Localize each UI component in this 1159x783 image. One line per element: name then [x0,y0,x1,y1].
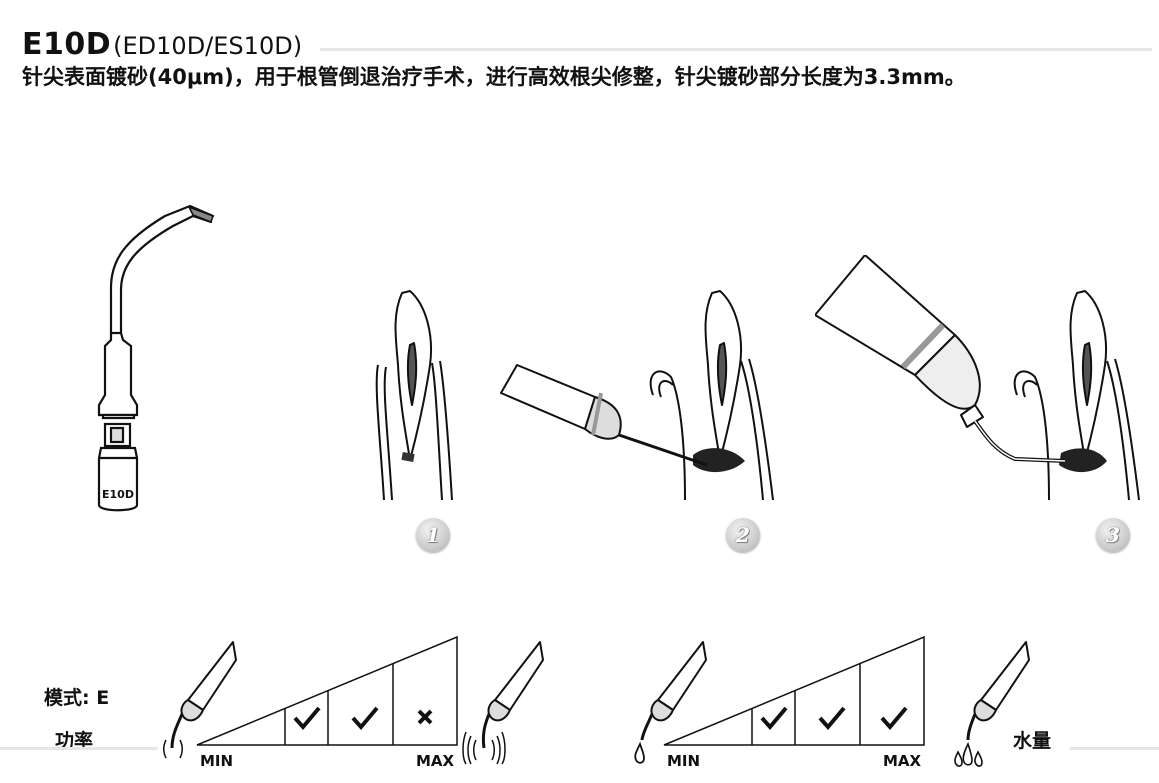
water-max-label: MAX [883,752,922,770]
step-badge-1: 1 [416,518,450,552]
tooth-step-3 [815,255,1140,501]
mode-label: 模式: E [44,687,110,709]
handpiece-max-water-icon [954,641,1030,767]
handpiece-min-water-icon [634,641,707,764]
tooth-step-1 [375,290,453,501]
water-label: 水量 [1013,730,1052,752]
title-divider [320,48,1152,51]
tooth-step-2 [500,290,774,501]
power-level-3-cross [417,709,433,725]
bottom-divider-right [1070,747,1159,750]
water-min-label: MIN [667,752,701,770]
header: E10D (ED10D/ES10D) 针尖表面镀砂(40μm)，用于根管倒退治疗… [22,30,1152,89]
tip-body [97,331,139,512]
power-max-label: MAX [416,752,455,770]
title-row: E10D (ED10D/ES10D) [22,30,1152,60]
power-min-label: MIN [200,752,234,770]
tip-illustration: E10D [97,204,215,512]
power-level-2-check [351,706,379,731]
product-variants: (ED10D/ES10D) [113,32,303,60]
water-level-3-check [880,706,908,731]
tip-needle [109,204,215,335]
step-badge-2: 2 [726,518,760,552]
handpiece-min-power-icon [163,641,237,759]
step-badge-3: 3 [1096,518,1130,552]
water-level-2-check [818,706,846,731]
tip-engraving: E10D [102,488,134,501]
power-level-1-check [293,706,321,731]
water-level-chart [663,635,925,746]
bottom-divider-left [0,747,158,750]
handpiece-max-power-icon [462,641,544,765]
power-level-chart [196,635,458,746]
power-label: 功率 [55,730,94,752]
product-code: E10D [22,27,112,62]
product-description: 针尖表面镀砂(40μm)，用于根管倒退治疗手术，进行高效根尖修整，针尖镀砂部分长… [22,65,966,89]
water-level-1-check [760,706,788,731]
